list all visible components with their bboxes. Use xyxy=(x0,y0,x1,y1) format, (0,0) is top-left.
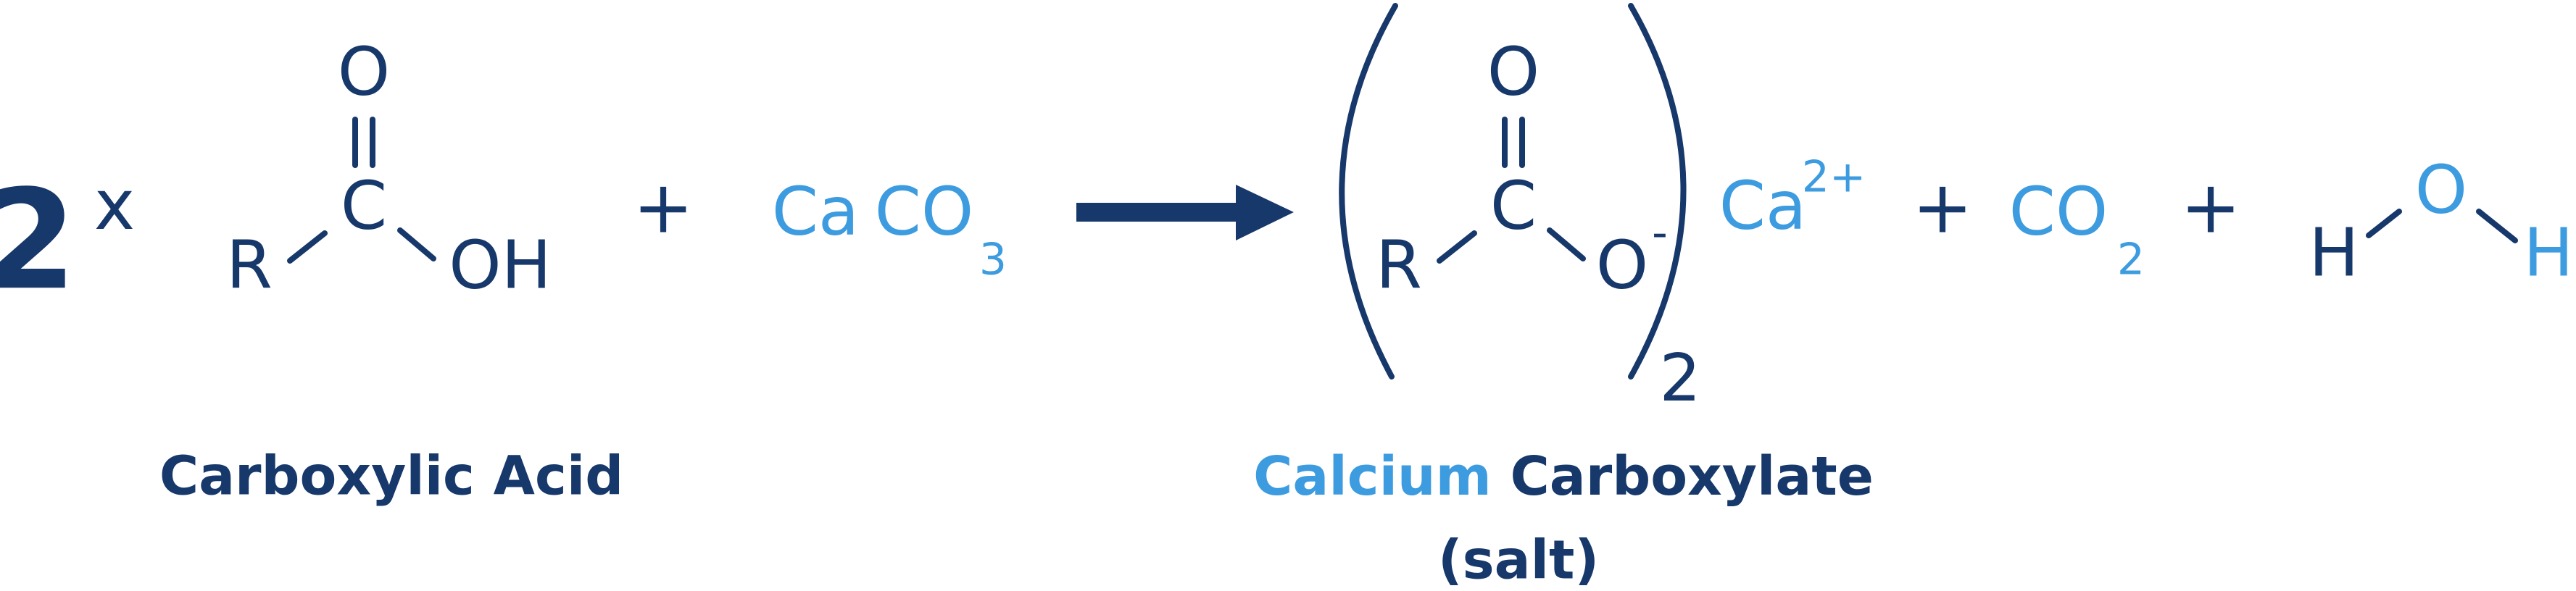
water-h-left: H xyxy=(2309,214,2359,291)
salt-note-label: (salt) xyxy=(1438,529,1599,591)
plus-sign-2: + xyxy=(1912,164,1973,249)
salt-r-group: R xyxy=(1376,226,1422,303)
salt-oxygen: O xyxy=(1596,226,1648,303)
salt-subscript: 2 xyxy=(1659,340,1700,416)
carbonate-co: CO xyxy=(875,172,974,250)
water-bonds xyxy=(2366,209,2518,243)
plus-sign-3: + xyxy=(2180,164,2241,249)
right-bracket xyxy=(1628,3,1687,380)
acid-r-group: R xyxy=(226,226,273,303)
acid-carbon: C xyxy=(341,167,387,244)
carbonate-ca: Ca xyxy=(772,172,860,250)
calcium-symbol: Ca xyxy=(1719,167,1807,244)
carboxylic-acid-structure: O C R OH xyxy=(226,33,552,303)
co2-subscript: 2 xyxy=(2117,235,2145,285)
left-bracket xyxy=(1339,3,1398,380)
calcium-carbonate: Ca CO 3 xyxy=(772,172,1007,285)
carbon-dioxide: CO 2 xyxy=(2009,172,2145,285)
water-structure: H O H xyxy=(2309,151,2573,291)
acid-hydroxyl: OH xyxy=(449,226,552,303)
calcium-carboxylate-label: Calcium Carboxylate xyxy=(1253,445,1874,508)
acid-bonds xyxy=(287,117,436,264)
carboxylate-label-part: Carboxylate xyxy=(1511,445,1874,508)
carboxylate-structure: O C R O - 2 xyxy=(1376,33,1701,416)
carbonate-subscript: 3 xyxy=(979,235,1007,285)
water-h-right: H xyxy=(2523,214,2573,291)
reaction-arrow xyxy=(1076,185,1294,240)
coefficient: 2 xyxy=(0,160,77,320)
salt-brackets xyxy=(1339,3,1687,380)
salt-bonds xyxy=(1437,117,1586,264)
carboxylic-acid-label: Carboxylic Acid xyxy=(159,445,623,508)
salt-oxygen-charge: - xyxy=(1652,208,1668,259)
salt-carbon: C xyxy=(1490,167,1537,244)
water-oxygen: O xyxy=(2415,151,2467,228)
calcium-label-part: Calcium xyxy=(1253,445,1492,508)
calcium-ion: Ca 2+ xyxy=(1719,152,1866,245)
plus-sign-1: + xyxy=(633,164,694,249)
salt-carbonyl-oxygen: O xyxy=(1487,33,1540,110)
co2-symbol: CO xyxy=(2009,172,2108,250)
acid-carbonyl-oxygen: O xyxy=(338,33,390,110)
times-sign: x xyxy=(94,166,135,246)
calcium-charge: 2+ xyxy=(1802,152,1866,203)
